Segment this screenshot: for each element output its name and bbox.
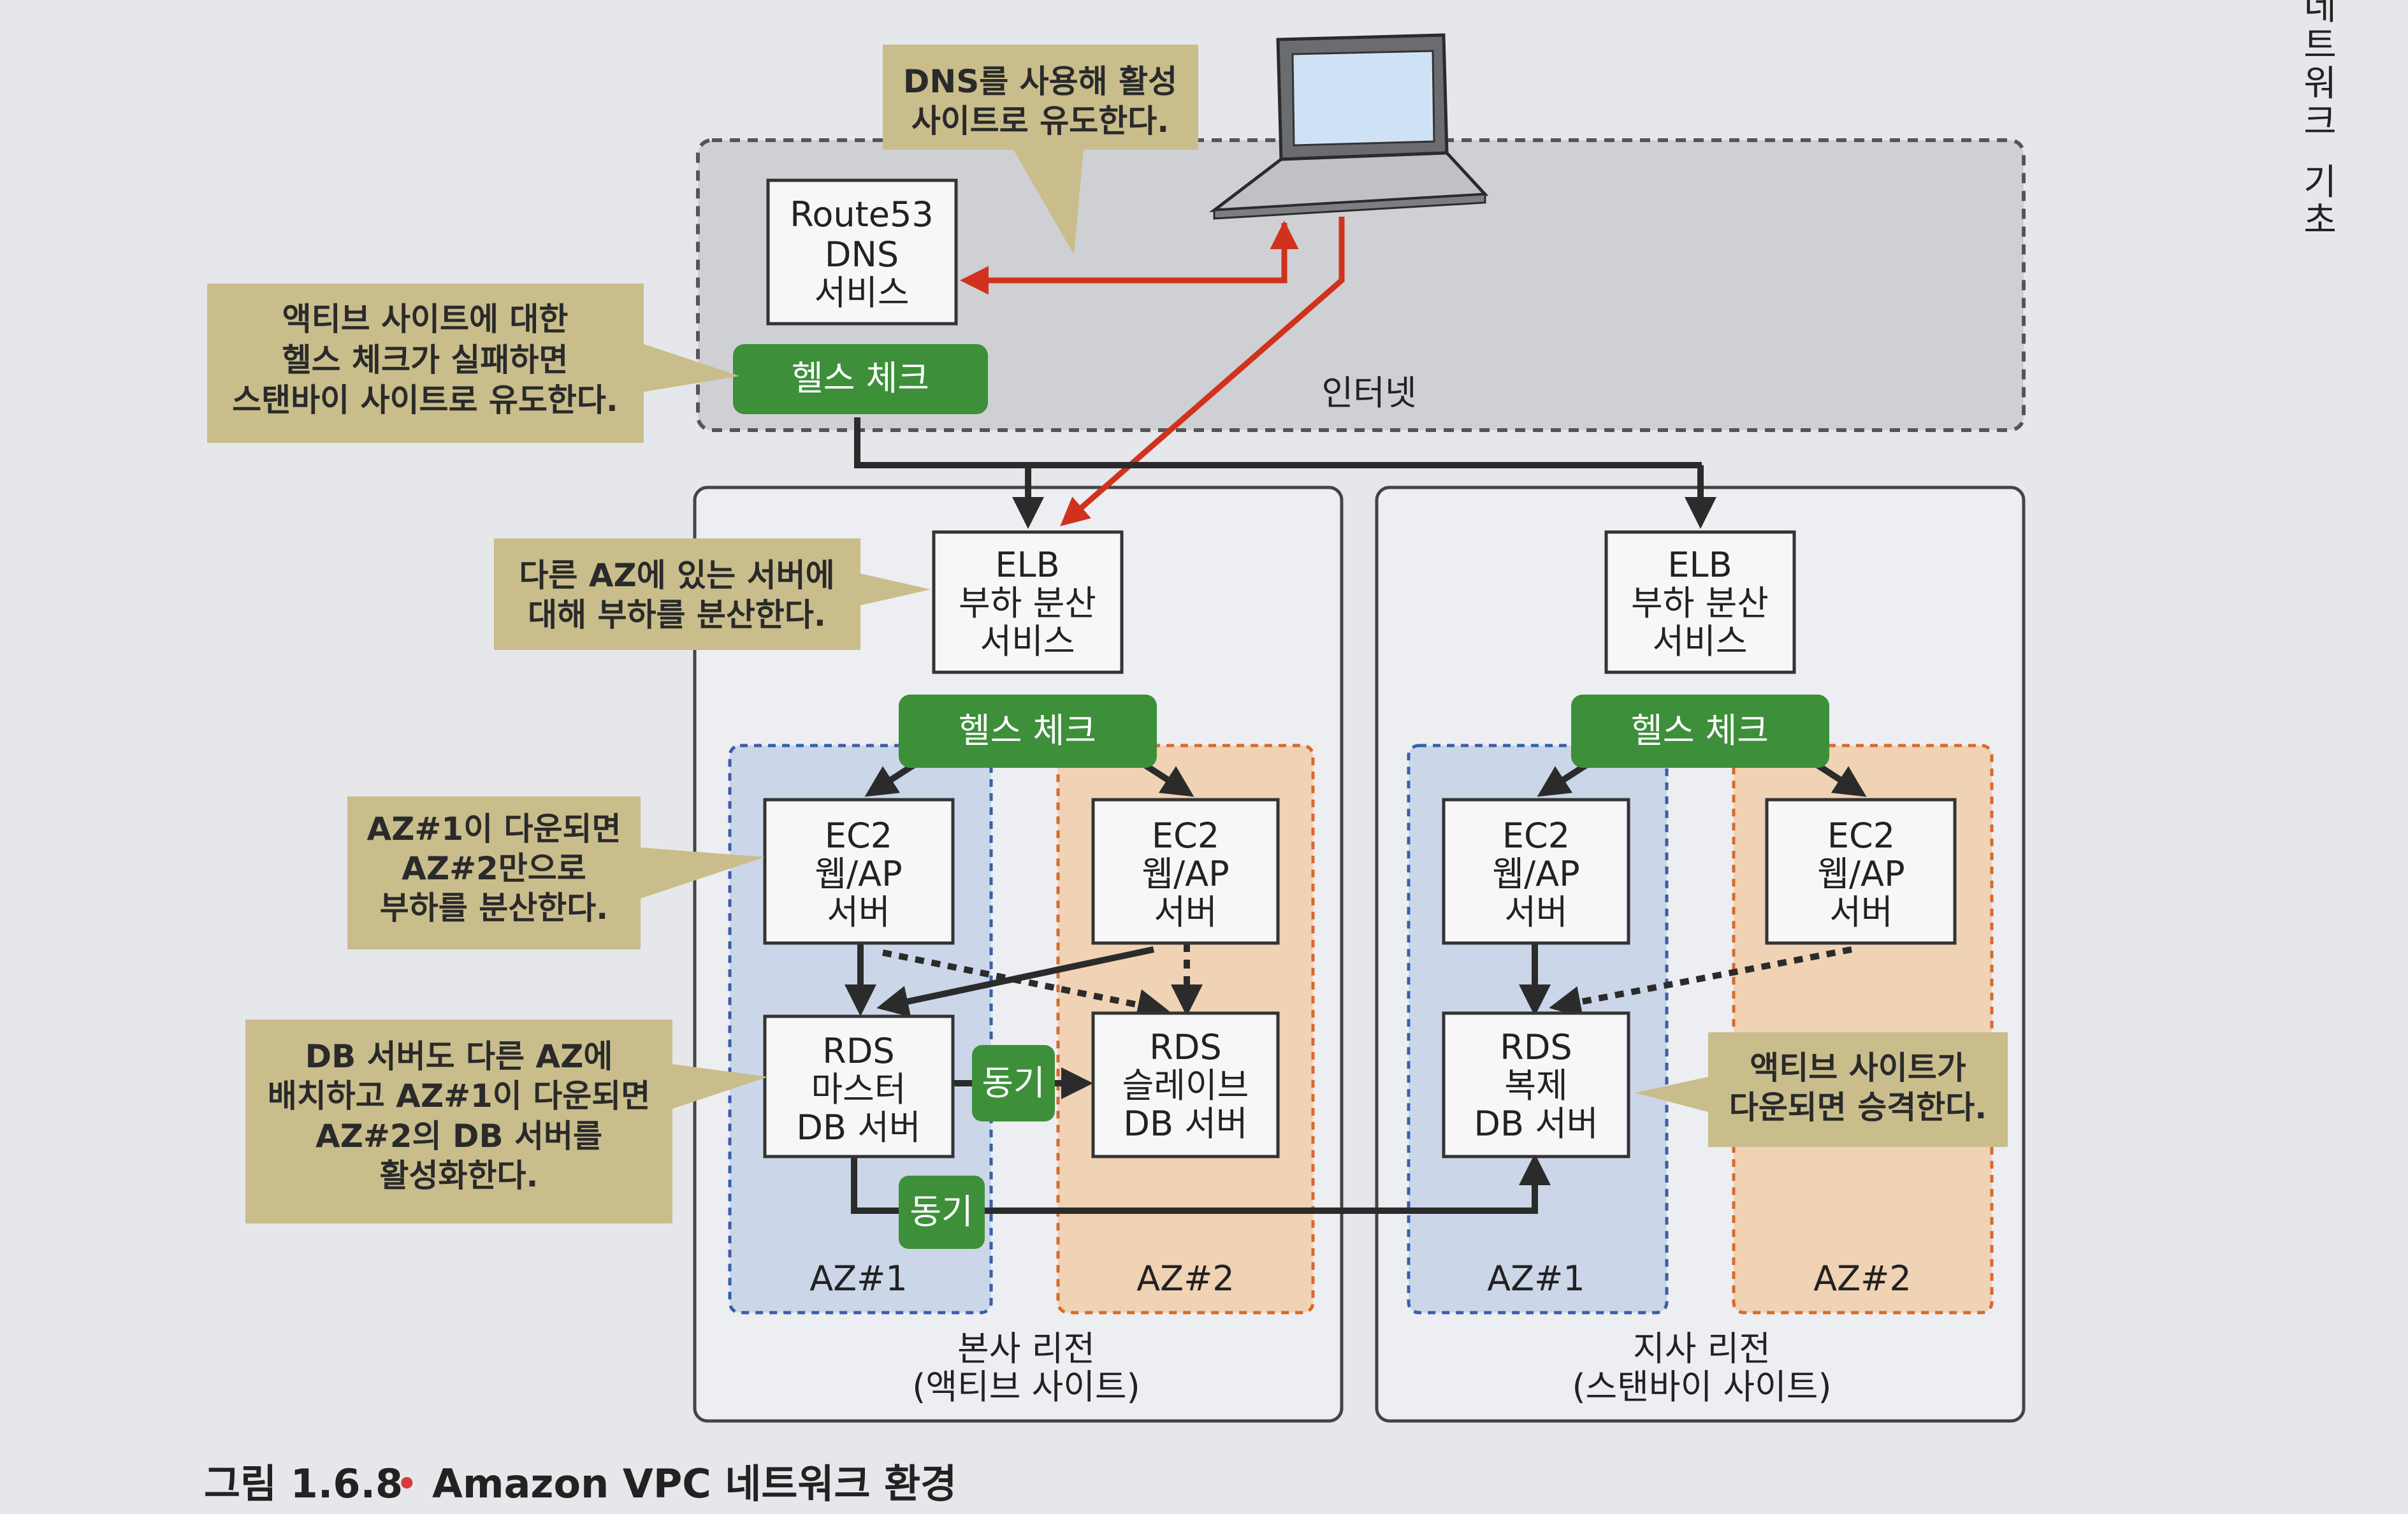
svg-text:활성화한다.: 활성화한다.	[380, 1157, 539, 1194]
active-az1-label: AZ#1	[809, 1258, 908, 1299]
standby-region-label-2: (스탠바이 사이트)	[1572, 1367, 1831, 1407]
sync-master-replica-arrow	[851, 1153, 1551, 1214]
svg-text:EC2: EC2	[1152, 816, 1219, 856]
active-region-label-2: (액티브 사이트)	[912, 1367, 1140, 1407]
figure-caption: 그림 1.6.8 • Amazon VPC 네트워크 환경	[204, 1460, 957, 1507]
rds-slave-box: RDS 슬레이브 DB 서버	[1091, 1011, 1280, 1158]
callout-health-fail: 액티브 사이트에 대한 헬스 체크가 실패하면 스탠바이 사이트로 유도한다.	[207, 284, 739, 443]
svg-text:DB 서버도 다른 AZ에: DB 서버도 다른 AZ에	[305, 1038, 613, 1075]
health-check-line	[854, 417, 1702, 468]
callout-az-down: AZ#1이 다운되면 AZ#2만으로 부하를 분산한다.	[347, 797, 765, 949]
svg-text:부하를 분산한다.: 부하를 분산한다.	[380, 890, 608, 926]
svg-text:마스터: 마스터	[811, 1069, 906, 1109]
svg-text:헬스 체크: 헬스 체크	[959, 710, 1096, 751]
active-region-label-1: 본사 리전	[957, 1329, 1095, 1369]
standby-ec2-b-box: EC2 웹/AP 서버	[1765, 798, 1957, 945]
svg-text:헬스 체크가 실패하면: 헬스 체크가 실패하면	[282, 342, 569, 378]
rds-replica-box: RDS 복제 DB 서버	[1442, 1011, 1630, 1158]
svg-text:액티브 사이트가: 액티브 사이트가	[1750, 1049, 1966, 1086]
svg-text:트: 트	[2303, 25, 2337, 66]
svg-text:사이트로 유도한다.: 사이트로 유도한다.	[911, 103, 1169, 140]
route53-line-1: Route53	[790, 194, 933, 234]
svg-text:복제: 복제	[1504, 1065, 1567, 1106]
active-az2-label: AZ#2	[1136, 1258, 1235, 1299]
active-ec2-b-box: EC2 웹/AP 서버	[1091, 798, 1280, 945]
svg-text:서비스: 서비스	[980, 621, 1075, 661]
sync-badge-2: 동기	[899, 1176, 985, 1249]
active-health-check: 헬스 체크	[899, 695, 1157, 768]
svg-text:부하 분산: 부하 분산	[1631, 583, 1769, 623]
rds-master-box: RDS 마스터 DB 서버	[763, 1014, 955, 1158]
active-ec2-a-box: EC2 웹/AP 서버	[763, 798, 955, 945]
standby-elb-box: ELB 부하 분산 서비스	[1604, 530, 1796, 674]
svg-text:헬스 체크: 헬스 체크	[792, 358, 929, 398]
callout-elb-az: 다른 AZ에 있는 서버에 대해 부하를 분산한다.	[494, 538, 931, 650]
svg-text:웹/AP: 웹/AP	[815, 854, 902, 894]
svg-text:다른 AZ에 있는 서버에: 다른 AZ에 있는 서버에	[519, 557, 834, 594]
standby-ec2b-to-replica-dotted	[1549, 946, 1852, 1018]
svg-text:워: 워	[2303, 63, 2337, 105]
route53-box: Route53 DNS 서비스	[766, 178, 958, 326]
svg-text:RDS: RDS	[1500, 1027, 1572, 1067]
callout-promote: 액티브 사이트가 다운되면 승격한다.	[1635, 1032, 2008, 1147]
internet-health-check: 헬스 체크	[733, 344, 988, 414]
svg-text:배치하고 AZ#1이 다운되면: 배치하고 AZ#1이 다운되면	[268, 1078, 650, 1114]
svg-text:서버: 서버	[1154, 892, 1217, 932]
route53-line-2: DNS	[825, 234, 899, 275]
svg-text:EC2: EC2	[1827, 816, 1895, 856]
svg-text:AZ#2만으로: AZ#2만으로	[402, 850, 586, 887]
callout-db-az: DB 서버도 다른 AZ에 배치하고 AZ#1이 다운되면 AZ#2의 DB 서…	[245, 1020, 768, 1223]
svg-text:웹/AP: 웹/AP	[1142, 854, 1229, 894]
sync-badge-1: 동기	[972, 1045, 1055, 1121]
svg-text:EC2: EC2	[825, 816, 892, 856]
svg-text:RDS: RDS	[1149, 1027, 1221, 1067]
svg-text:ELB: ELB	[1667, 545, 1732, 585]
standby-health-check: 헬스 체크	[1571, 695, 1829, 768]
svg-text:RDS: RDS	[822, 1031, 894, 1071]
route53-line-3: 서비스	[814, 273, 909, 313]
svg-text:DB 서버: DB 서버	[1123, 1104, 1247, 1144]
svg-text:초: 초	[2303, 200, 2337, 242]
svg-text:서버: 서버	[827, 892, 890, 932]
standby-az1-label: AZ#1	[1487, 1258, 1585, 1299]
svg-text:서비스: 서비스	[1652, 621, 1747, 661]
svg-text:다운되면 승격한다.: 다운되면 승격한다.	[1729, 1089, 1987, 1126]
svg-text:기: 기	[2303, 162, 2337, 203]
callout-dns: DNS를 사용해 활성 사이트로 유도한다.	[883, 45, 1198, 255]
svg-text:DNS를 사용해 활성: DNS를 사용해 활성	[903, 63, 1177, 100]
svg-text:서버: 서버	[1829, 892, 1892, 932]
standby-region-label-1: 지사 리전	[1633, 1329, 1771, 1369]
svg-text:웹/AP: 웹/AP	[1492, 854, 1579, 894]
standby-az2-label: AZ#2	[1813, 1258, 1911, 1299]
ec2a-to-slave-dotted	[881, 949, 1170, 1021]
svg-text:스탠바이 사이트로 유도한다.: 스탠바이 사이트로 유도한다.	[232, 382, 618, 419]
svg-text:헬스 체크: 헬스 체크	[1631, 710, 1769, 751]
svg-text:EC2: EC2	[1502, 816, 1570, 856]
svg-text:액티브 사이트에 대한: 액티브 사이트에 대한	[282, 301, 569, 338]
svg-text:대해 부하를 분산한다.: 대해 부하를 분산한다.	[528, 596, 826, 633]
laptop-icon	[1208, 33, 1489, 220]
svg-text:AZ#2의 DB 서버를: AZ#2의 DB 서버를	[316, 1118, 602, 1155]
caption-title: Amazon VPC 네트워크 환경	[432, 1460, 957, 1507]
svg-text:웹/AP: 웹/AP	[1817, 854, 1904, 894]
svg-text:동기: 동기	[982, 1063, 1045, 1103]
svg-text:크: 크	[2303, 101, 2337, 143]
svg-text:AZ#1이 다운되면: AZ#1이 다운되면	[366, 811, 621, 847]
laptop-to-elb-arrow	[1060, 217, 1345, 526]
svg-text:동기: 동기	[910, 1192, 973, 1232]
caption-bullet: •	[395, 1460, 419, 1507]
svg-text:DB 서버: DB 서버	[1474, 1104, 1598, 1144]
active-elb-box: ELB 부하 분산 서비스	[932, 530, 1124, 674]
internet-label: 인터넷	[1321, 373, 1416, 413]
svg-text:네: 네	[2303, 0, 2337, 28]
svg-text:DB 서버: DB 서버	[796, 1107, 920, 1148]
svg-text:슬레이브: 슬레이브	[1122, 1065, 1249, 1106]
svg-text:ELB: ELB	[995, 545, 1059, 585]
svg-text:서버: 서버	[1504, 892, 1567, 932]
caption-number: 그림 1.6.8	[204, 1460, 403, 1507]
standby-ec2-a-box: EC2 웹/AP 서버	[1442, 798, 1630, 945]
side-chapter-text: 네 트 워 크 기 초	[2303, 0, 2337, 242]
svg-text:부하 분산: 부하 분산	[959, 583, 1096, 623]
